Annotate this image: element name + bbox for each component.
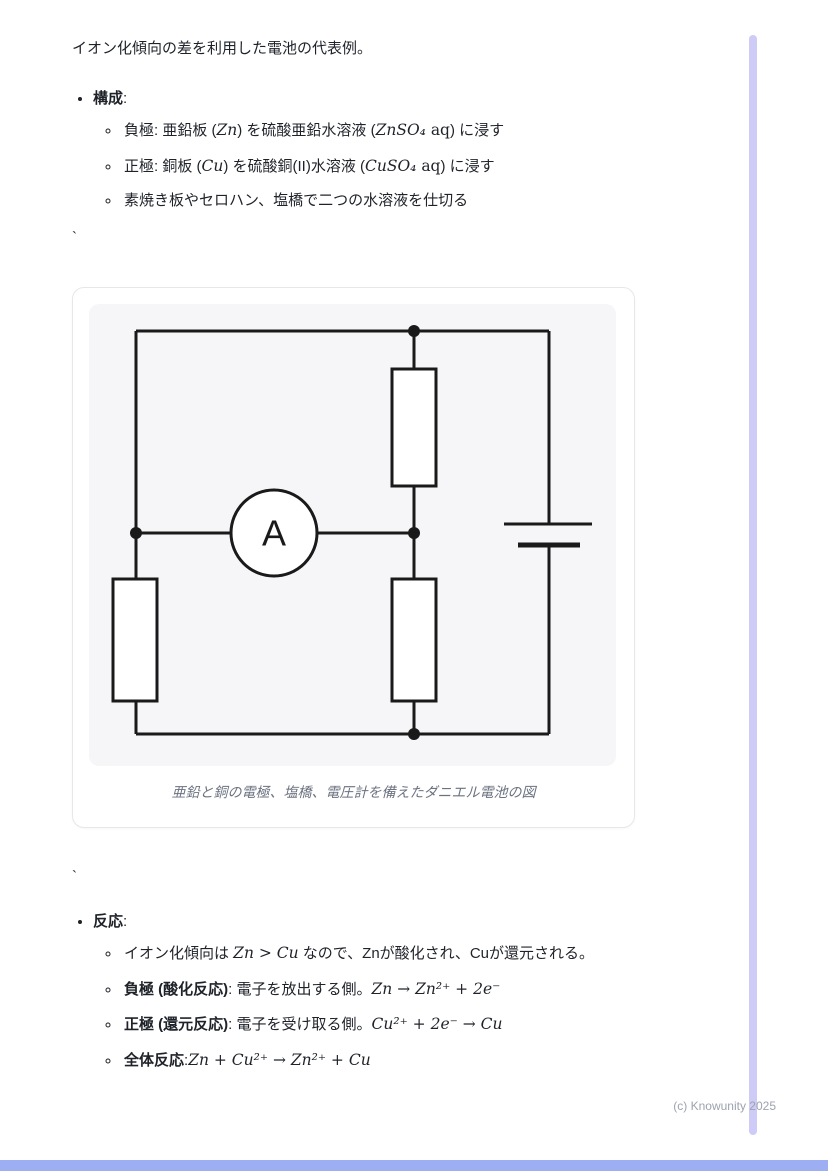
figure-caption: 亜鉛と銅の電極、塩橋、電圧計を備えたダニエル電池の図 xyxy=(171,784,536,800)
text-segment: : 電子を放出する側。 xyxy=(228,980,372,998)
reaction-heading-item: 反応: イオン化傾向は Zn > Cu なので、Znが酸化され、Cuが還元される… xyxy=(93,911,748,1073)
math-segment: ZnSO₄ xyxy=(375,121,426,139)
stray-backtick-1: ` xyxy=(72,228,77,246)
text-segment: ) を硫酸亜鉛水溶液 ( xyxy=(237,122,376,139)
figure-canvas: A xyxy=(89,304,616,766)
text-segment: : 電子を受け取る側。 xyxy=(228,1016,372,1033)
reaction-list: イオン化傾向は Zn > Cu なので、Znが酸化され、Cuが還元される。 負極… xyxy=(93,942,748,1072)
node-dot-middle xyxy=(408,527,420,539)
reaction-section: 反応: イオン化傾向は Zn > Cu なので、Znが酸化され、Cuが還元される… xyxy=(72,911,748,1073)
math-segment: Zn > Cu xyxy=(233,944,299,962)
ammeter-label: A xyxy=(262,513,286,554)
list-item-positive-electrode: 正極: 銅板 (Cu) を硫酸銅(II)水溶液 (CuSO₄ aq) に浸す xyxy=(121,155,748,179)
composition-section: 構成: 負極: 亜鉛板 (Zn) を硫酸亜鉛水溶液 (ZnSO₄ aq) に浸す… xyxy=(72,88,748,213)
list-item-cathode-reaction: 正極 (還元反応): 電子を受け取る側。Cu²⁺ + 2e⁻ → Cu xyxy=(121,1013,748,1037)
text-segment: 正極: 銅板 ( xyxy=(124,157,202,175)
intro-text: イオン化傾向の差を利用した電池の代表例。 xyxy=(72,40,373,57)
ammeter-circle xyxy=(229,488,319,578)
reaction-heading-colon: : xyxy=(123,912,128,930)
math-roman-segment: aq xyxy=(425,121,450,139)
text-segment: イオン化傾向は xyxy=(124,945,234,962)
math-segment: Zn xyxy=(216,121,238,139)
footer-credit: (c) Knowunity 2025 xyxy=(673,1099,776,1113)
composition-heading-item: 構成: 負極: 亜鉛板 (Zn) を硫酸亜鉛水溶液 (ZnSO₄ aq) に浸す… xyxy=(93,88,748,213)
document-content: イオン化傾向の差を利用した電池の代表例。 構成: 負極: 亜鉛板 (Zn) を硫… xyxy=(0,0,828,1072)
text-segment: ) を硫酸銅(II)水溶液 ( xyxy=(223,157,365,175)
circuit-diagram: A xyxy=(111,325,592,740)
list-item-overall-reaction: 全体反応:Zn + Cu²⁺ → Zn²⁺ + Cu xyxy=(121,1049,748,1073)
list-item-ionization-tendency: イオン化傾向は Zn > Cu なので、Znが酸化され、Cuが還元される。 xyxy=(121,942,748,966)
text-segment: 負極: 亜鉛板 ( xyxy=(124,122,217,139)
electrode-rect-left xyxy=(111,577,159,703)
bottom-accent-bar xyxy=(0,1160,828,1171)
bold-label: 全体反応 xyxy=(124,1051,185,1069)
text-segment: : xyxy=(184,1051,189,1069)
stray-backtick-2: ` xyxy=(72,868,77,885)
list-item-anode-reaction: 負極 (酸化反応): 電子を放出する側。Zn → Zn²⁺ + 2e⁻ xyxy=(121,978,748,1002)
composition-heading-colon: : xyxy=(123,89,128,107)
node-dot-bottom xyxy=(408,728,420,740)
text-segment: ) に浸す xyxy=(440,157,495,175)
electrode-rect-middle xyxy=(390,577,438,703)
math-segment: Cu xyxy=(201,156,224,175)
composition-list: 負極: 亜鉛板 (Zn) を硫酸亜鉛水溶液 (ZnSO₄ aq) に浸す 正極:… xyxy=(93,119,748,213)
text-segment: なので、Znが酸化され、Cuが還元される。 xyxy=(298,945,595,962)
bold-label: 負極 (酸化反応) xyxy=(124,980,229,998)
math-roman-segment: aq xyxy=(416,156,441,175)
electrode-rect-top xyxy=(390,367,438,488)
figure-card: A 亜鉛と銅の電極、塩橋、電圧計を備えたダニエル電池の図 xyxy=(72,287,635,828)
text-segment: ) に浸す xyxy=(449,122,505,139)
node-dot-top xyxy=(408,325,420,337)
list-item-negative-electrode: 負極: 亜鉛板 (Zn) を硫酸亜鉛水溶液 (ZnSO₄ aq) に浸す xyxy=(121,119,748,143)
list-item-separator: 素焼き板やセロハン、塩橋で二つの水溶液を仕切る xyxy=(121,190,748,213)
text-segment: 素焼き板やセロハン、塩橋で二つの水溶液を仕切る xyxy=(124,192,469,209)
bold-label: 正極 (還元反応) xyxy=(124,1016,229,1033)
math-segment: Cu²⁺ + 2e⁻ → Cu xyxy=(371,1015,503,1033)
math-segment: Zn + Cu²⁺ → Zn²⁺ + Cu xyxy=(188,1050,371,1069)
composition-heading: 構成 xyxy=(93,89,124,107)
reaction-heading: 反応 xyxy=(93,912,124,930)
math-segment: Zn → Zn²⁺ + 2e⁻ xyxy=(371,979,501,998)
node-dot-left xyxy=(130,527,142,539)
math-segment: CuSO₄ xyxy=(365,156,417,175)
scrollbar-thumb[interactable] xyxy=(749,35,757,1135)
